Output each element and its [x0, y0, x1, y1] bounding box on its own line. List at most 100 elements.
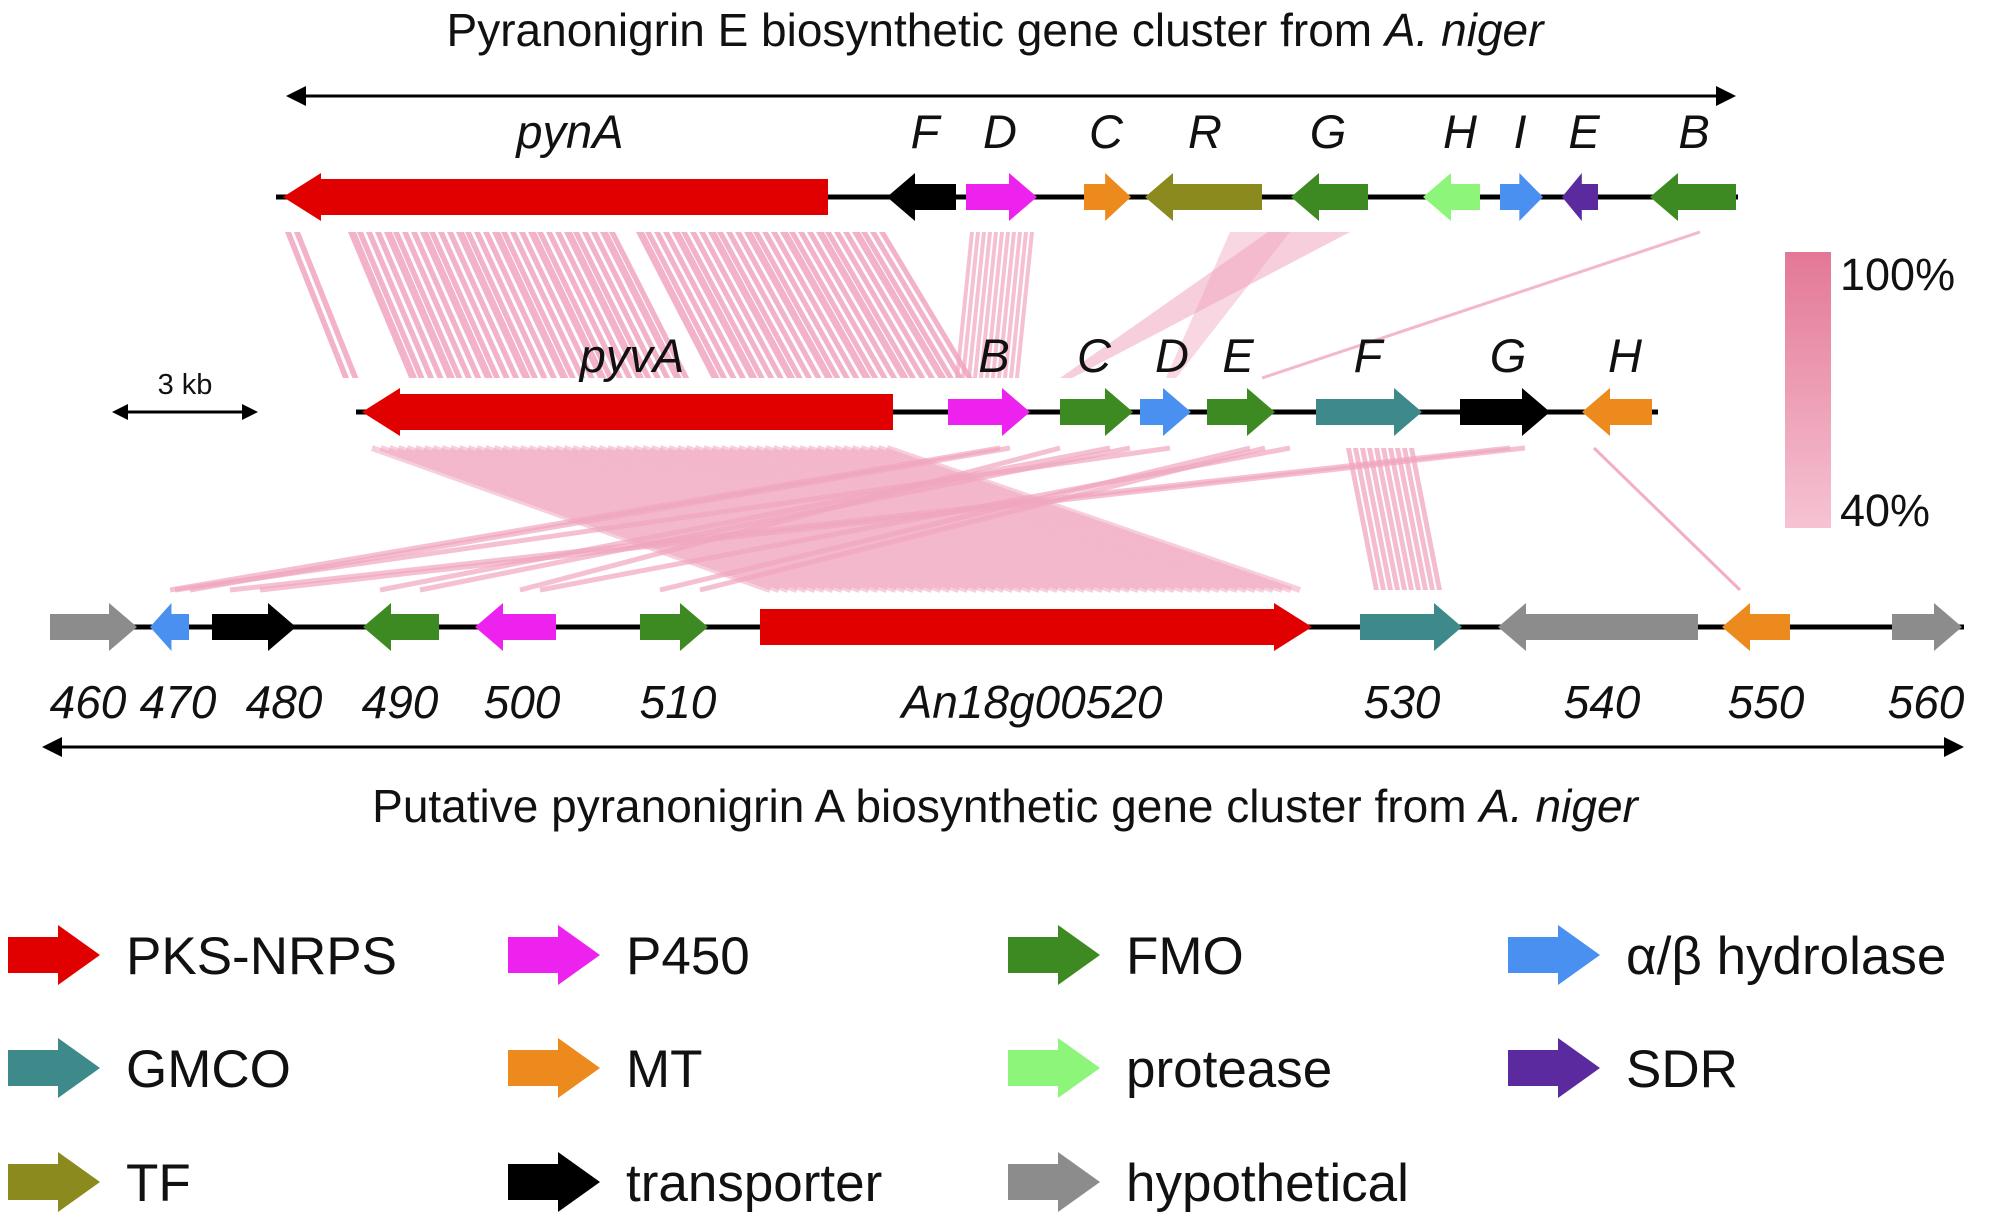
legend-swatch-sdr — [1508, 1038, 1600, 1098]
link-pynA-pyvA — [762, 232, 850, 378]
link-pyvH-g550 — [1592, 446, 1742, 592]
link-pynA-pyvA — [744, 232, 833, 378]
link-pynA-pyvA — [591, 232, 671, 378]
gene-arrow-pynA — [283, 173, 828, 221]
gene-label-pynR: R — [1188, 105, 1222, 158]
legend-label-fmo: FMO — [1126, 927, 1244, 986]
link-pynD-pyvB — [1003, 232, 1022, 378]
gene-arrow-pynR — [1145, 173, 1262, 221]
legend-label-pks-nrps: PKS-NRPS — [126, 927, 397, 986]
link-pynA-pyvA — [555, 232, 633, 378]
legend-swatch-fmo — [1008, 925, 1100, 985]
link-pyvA-An18g00520 — [886, 445, 1301, 593]
gene-arrow-pynH — [1423, 173, 1480, 221]
gene-label-g480: 480 — [246, 676, 323, 728]
link-pyvF-g530 — [1381, 448, 1414, 590]
gene-label-g520: An18g00520 — [899, 676, 1163, 728]
link-pyvD-g470 — [174, 445, 1171, 593]
legend-label-p450: P450 — [626, 927, 750, 986]
link-pynA-pyvA — [564, 232, 644, 378]
identity-max-label: 100% — [1840, 249, 1955, 300]
gene-arrow-g520 — [760, 603, 1312, 651]
gene-label-pynB: B — [1678, 105, 1709, 158]
link-pyvF-g530 — [1374, 448, 1407, 590]
link-pyvC-g500 — [519, 445, 1061, 593]
link-pynA-pyvA — [663, 232, 746, 378]
link-pynA-pyvA — [789, 232, 879, 378]
link-pynA-pyvA — [816, 232, 909, 378]
gene-label-pyvA: pyvA — [578, 329, 685, 382]
legend-label-sdr: SDR — [1626, 1040, 1738, 1099]
gene-label-pyvH: H — [1608, 329, 1642, 382]
link-pynA-pyvA — [492, 232, 569, 378]
link-pynA-pyvA — [870, 232, 964, 378]
link-pynA-pyvA — [690, 232, 775, 378]
identity-min-label: 40% — [1840, 485, 1930, 536]
link-pynA-pyvA — [771, 232, 860, 378]
link-pyvF-g530 — [1367, 448, 1400, 590]
link-pynA-pyvA — [456, 232, 531, 378]
link-pyvE-g500 — [539, 445, 1291, 593]
gene-arrow-g510 — [640, 603, 708, 651]
gene-arrow-pyvB — [948, 388, 1030, 436]
gene-arrow-g500 — [475, 603, 556, 651]
legend-swatch-protease — [1008, 1038, 1100, 1098]
link-pynA-pyvA — [438, 232, 510, 378]
link-pynA-pyvA — [753, 232, 841, 378]
link-pynG-pyvC — [1060, 232, 1350, 378]
link-pynA-pyvA — [852, 232, 947, 378]
link-pynA-pyvA — [528, 232, 607, 378]
legend-swatch-hypothetical — [1008, 1152, 1100, 1212]
link-pynA-pyvA — [879, 232, 973, 378]
gene-arrow-pyvH — [1582, 388, 1652, 436]
link-pyvG-g480 — [259, 445, 1526, 593]
link-pynA-pyvA — [294, 232, 359, 378]
gene-arrow-g540 — [1498, 603, 1698, 651]
gene-arrow-g530 — [1360, 603, 1462, 651]
gene-label-pynC: C — [1089, 105, 1124, 158]
top-cluster-span-arrow — [286, 86, 1736, 106]
gene-label-pynG: G — [1310, 105, 1347, 158]
link-pynD-pyvB — [991, 232, 1010, 378]
gene-label-g470: 470 — [140, 676, 217, 728]
link-pynA-pyvA — [348, 232, 418, 378]
link-pynA-pyvA — [573, 232, 652, 378]
link-pynA-pyvA — [483, 232, 557, 378]
link-pynA-pyvA — [780, 232, 871, 378]
gene-label-pynF: F — [911, 105, 942, 158]
link-pynA-pyvA — [474, 232, 548, 378]
homology-links — [169, 230, 1742, 593]
link-pynG-pyvE — [1166, 232, 1290, 378]
gene-label-g540: 540 — [1564, 676, 1641, 728]
identity-color-scale: 100% 40% — [1785, 249, 1955, 536]
gene-label-g530: 530 — [1364, 676, 1441, 728]
link-pynA-pyvA — [537, 232, 614, 378]
gene-label-pynD: D — [983, 105, 1017, 158]
gene-label-pyvB: B — [978, 329, 1009, 382]
link-pynA-pyvA — [609, 232, 690, 378]
link-pyvF-g530 — [1395, 448, 1428, 590]
link-pynA-pyvA — [357, 232, 425, 378]
gene-label-pynA: pynA — [514, 105, 623, 158]
legend-swatch-p450 — [508, 925, 600, 985]
link-pynA-pyvA — [501, 232, 576, 378]
legend-swatch-transporter — [508, 1152, 600, 1212]
legend-label-mt: MT — [626, 1040, 703, 1099]
link-pynA-pyvA — [726, 232, 813, 378]
gene-arrow-pyvF — [1316, 388, 1422, 436]
link-pynD-pyvB — [967, 232, 986, 378]
gene-label-pyvD: D — [1155, 329, 1189, 382]
link-pynA-pyvA — [834, 232, 926, 378]
top-cluster-title: Pyranonigrin E biosynthetic gene cluster… — [447, 4, 1546, 56]
gene-label-pynE: E — [1568, 105, 1600, 158]
bottom-cluster-span-arrow — [42, 737, 1964, 757]
link-pynA-pyvA — [699, 232, 784, 378]
legend-swatch-pks-nrps — [8, 925, 100, 985]
link-pynA-pyvA — [735, 232, 822, 378]
link-pynA-pyvA — [375, 232, 444, 378]
legend-label-transporter: transporter — [626, 1154, 882, 1213]
link-pynA-pyvA — [411, 232, 482, 378]
legend-swatch-mt — [508, 1038, 600, 1098]
link-pynA-pyvA — [402, 232, 472, 378]
